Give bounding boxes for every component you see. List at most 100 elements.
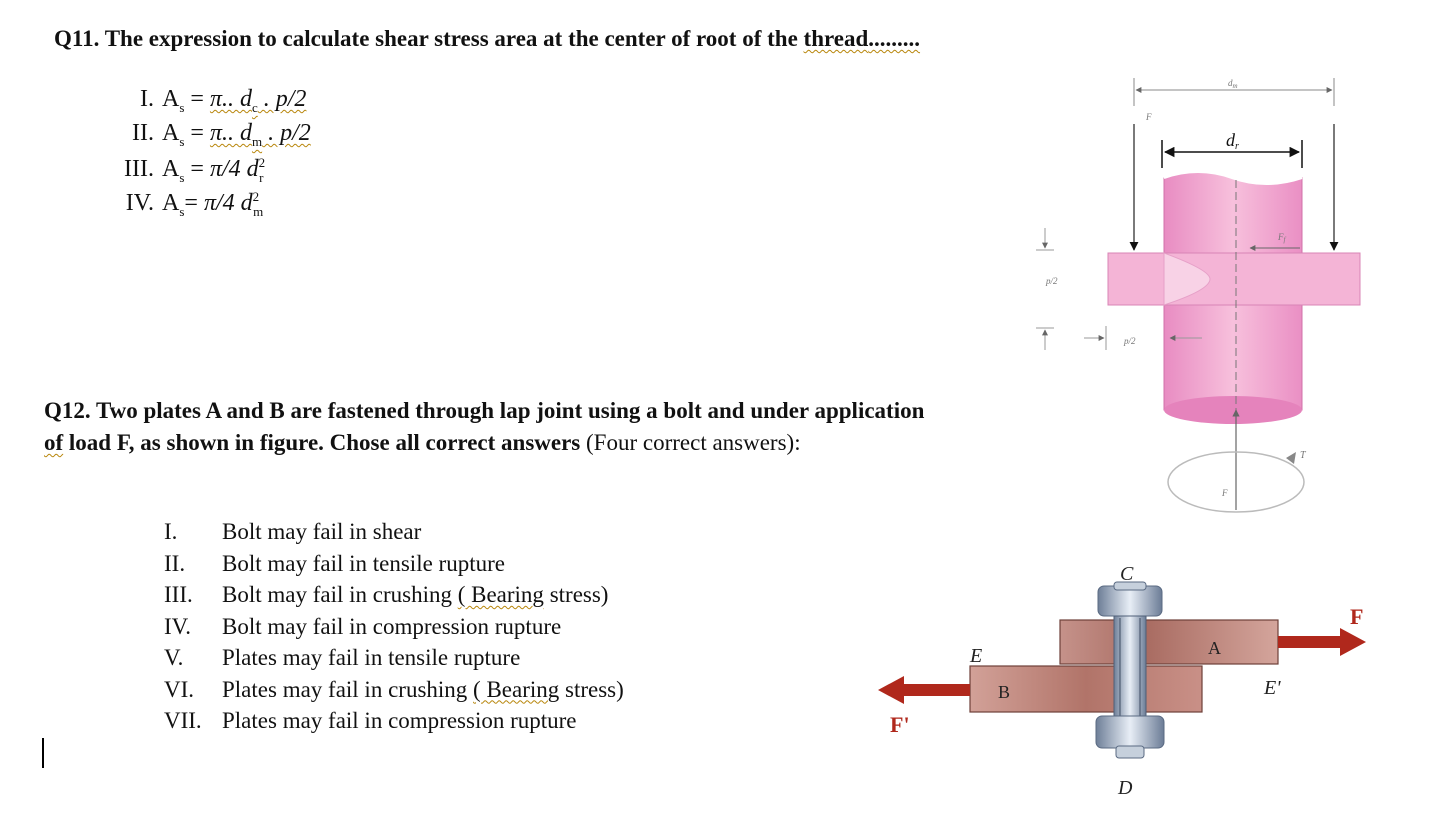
option-number: III. [164,582,193,607]
plate-A [1059,619,1279,665]
lap-joint-figure: C A B D E E' F F' [878,563,1366,799]
force-F-prime-arrow [878,676,970,704]
option-eq: = [184,190,204,216]
option-eq: = [184,120,210,146]
option-expr: π.. d [209,86,252,112]
option-lhs: A [162,190,180,216]
option-text: Bolt may fail in crushing [222,582,458,607]
friction-force-label: Ff [1277,232,1287,244]
option-expr: π/4 d [203,190,253,216]
torque-ellipse [1167,451,1305,513]
option-expr-sub: m [251,133,263,149]
option-expr-sub: m [253,203,264,219]
q12-title-line1: Q12. Two plates A and B are fastened thr… [44,398,925,423]
dr-label: dr [1226,130,1239,152]
q12-option-2: II. Bolt may fail in tensile rupture [164,548,624,580]
option-number: VII. [164,708,202,733]
q11-title-word-thread: thread [803,26,869,51]
option-lhs-sub: s [179,133,185,149]
option-expr-sub: r [259,169,264,185]
option-number: III. [124,156,154,182]
option-text: Plates may fail in crushing [222,676,474,702]
force-top-label: F [1145,112,1152,122]
option-lhs: A [162,86,180,112]
q12-title-bold: load F, as shown in figure. Chose all co… [63,430,587,455]
q12-option-7: VII. Plates may fail in compression ruptu… [164,705,624,737]
option-eq: = [184,86,210,112]
option-text: Plates may fail in tensile rupture [222,645,521,670]
option-number: V. [164,645,184,670]
label-D: D [1117,777,1133,799]
q12-title-word-of: of [44,430,64,455]
q12-option-6: VI. Plates may fail in crushing ( Bearing… [164,674,624,706]
q12-option-3: III.Bolt may fail in crushing ( Bearing … [164,579,624,611]
q11-option-4: IV. As= π/4 d2m [96,189,264,220]
label-C: C [1120,563,1134,585]
option-expr-sup: 2 [252,189,260,204]
option-expr-sup: 2 [258,155,266,170]
option-lhs-sub: s [179,169,185,185]
option-expr: π.. d [209,120,252,146]
option-text-wavy: ( Bearing [457,582,544,607]
q11-title-text: Q11. The expression to calculate shear s… [54,26,804,51]
option-number: I. [140,86,154,112]
option-lhs: A [162,156,180,182]
option-number: II. [164,550,186,576]
option-lhs-sub: s [179,99,185,115]
p2-horizontal-label: p/2 [1123,336,1136,346]
label-E: E [969,645,982,667]
q12-options-list: I. Bolt may fail in shear II. Bolt may fai… [164,516,624,737]
text-cursor[interactable] [42,738,44,768]
q12-option-5: V. Plates may fail in tensile rupture [164,642,624,674]
bolt-tip-bottom [1115,745,1145,759]
dm-label: dm [1228,78,1238,90]
option-text: Plates may fail in compression rupture [222,708,577,733]
bolt-tip-top [1113,581,1147,591]
plate-B [969,665,1203,713]
q11-option-3: III. As = π/4 d2r [96,155,266,186]
force-F-arrow [1278,628,1366,656]
thread-shear-figure: dm F dr Ff p/2 p/2 F T [1036,78,1361,513]
torque-label: T [1300,450,1307,461]
q12-option-1: I. Bolt may fail in shear [164,516,624,548]
q11-title: Q11. The expression to calculate shear s… [54,26,920,52]
p2-vertical-label: p/2 [1045,276,1058,286]
option-eq: = [184,156,210,182]
option-text-post: stress) [559,676,624,702]
option-text-wavy: ( Bearing [473,676,560,702]
label-F: F [1350,604,1363,629]
option-tail: . p/2 [257,86,307,112]
option-number: II. [132,120,154,146]
bolt-nut [1095,715,1165,749]
thread-root-section [1163,252,1211,306]
q11-title-dots: ......... [868,26,921,51]
option-number: IV. [125,190,154,216]
label-E-prime: E' [1263,677,1281,699]
bolt-cylinder-top-edge [1163,171,1303,185]
thread-collar [1107,252,1361,306]
option-lhs-sub: s [179,203,185,219]
option-text: Bolt may fail in compression rupture [222,613,562,639]
option-expr-sub: c [251,99,258,115]
option-number: I. [164,519,178,544]
option-number: VI. [164,676,195,702]
q12-option-4: IV. Bolt may fail in compression rupture [164,611,624,643]
option-expr: π/4 d [209,156,259,182]
option-text-post: stress) [543,582,609,607]
option-lhs: A [162,120,180,146]
q12-title-normal: (Four correct answers): [586,430,801,455]
q11-option-2: II. As = π.. dm . p/2 [96,120,311,150]
bolt-shank [1113,615,1147,719]
q11-option-1: I. As = π.. dc . p/2 [96,86,306,116]
option-number: IV. [164,613,192,639]
option-text: Bolt may fail in tensile rupture [222,550,505,576]
option-tail: . p/2 [262,120,311,146]
option-text: Bolt may fail in shear [222,519,422,544]
q12-title-line2: of load F, as shown in figure. Chose all… [44,430,801,456]
bolt-cylinder-bottom [1164,396,1302,424]
axial-force-label: F [1221,488,1228,498]
label-B: B [998,682,1010,702]
label-A: A [1208,638,1221,658]
label-F-prime: F' [890,712,910,737]
torque-arrowhead [1286,452,1296,464]
